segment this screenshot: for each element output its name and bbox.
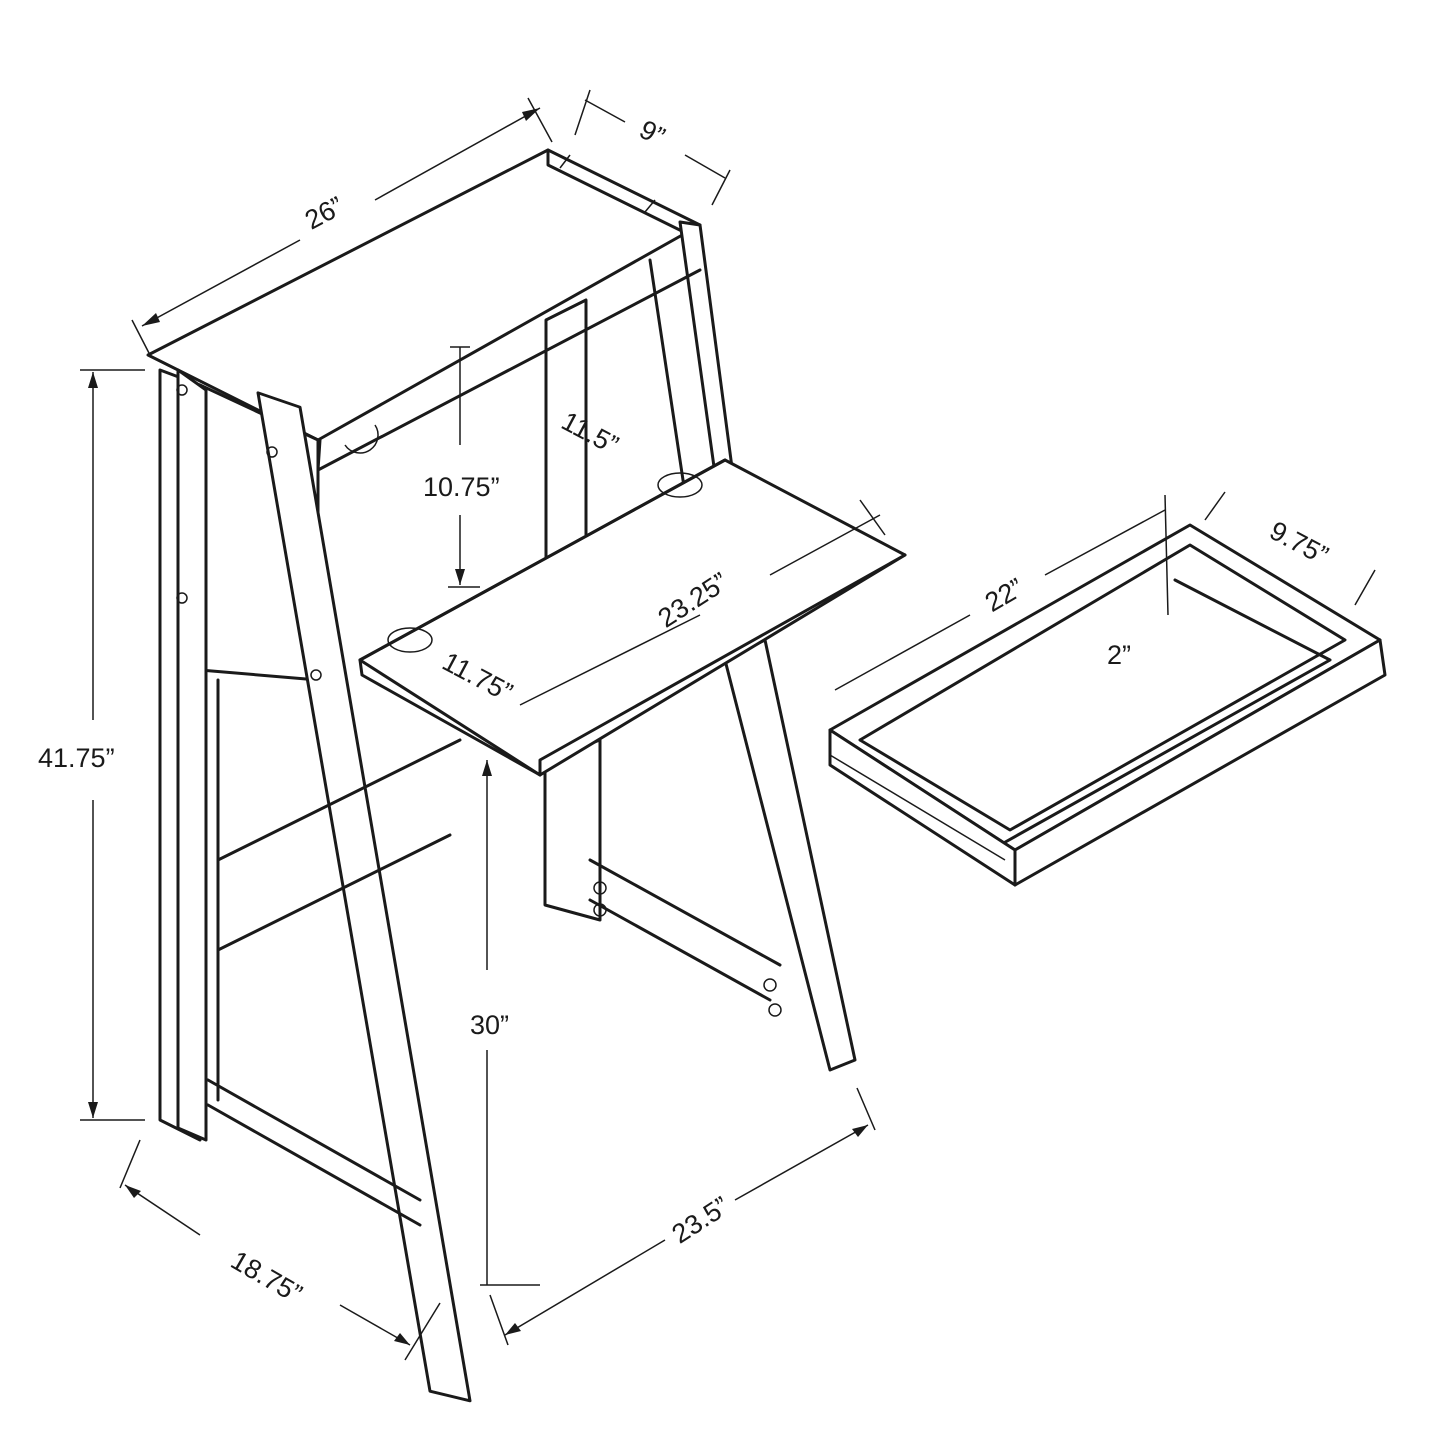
dimension-label-shelf-opening: 10.75” [423, 472, 500, 502]
dimension-label-tray-height: 2” [1107, 640, 1132, 670]
removable-tray [828, 523, 1387, 887]
dimension-lines [80, 89, 1376, 1361]
dimension-label-total-height: 41.75” [38, 743, 115, 773]
dimension-arrowheads [88, 108, 868, 1345]
desk-frame [146, 148, 857, 1403]
dimension-label-desk-height: 30” [470, 1010, 510, 1040]
fold-down-writing-surface [358, 458, 907, 777]
